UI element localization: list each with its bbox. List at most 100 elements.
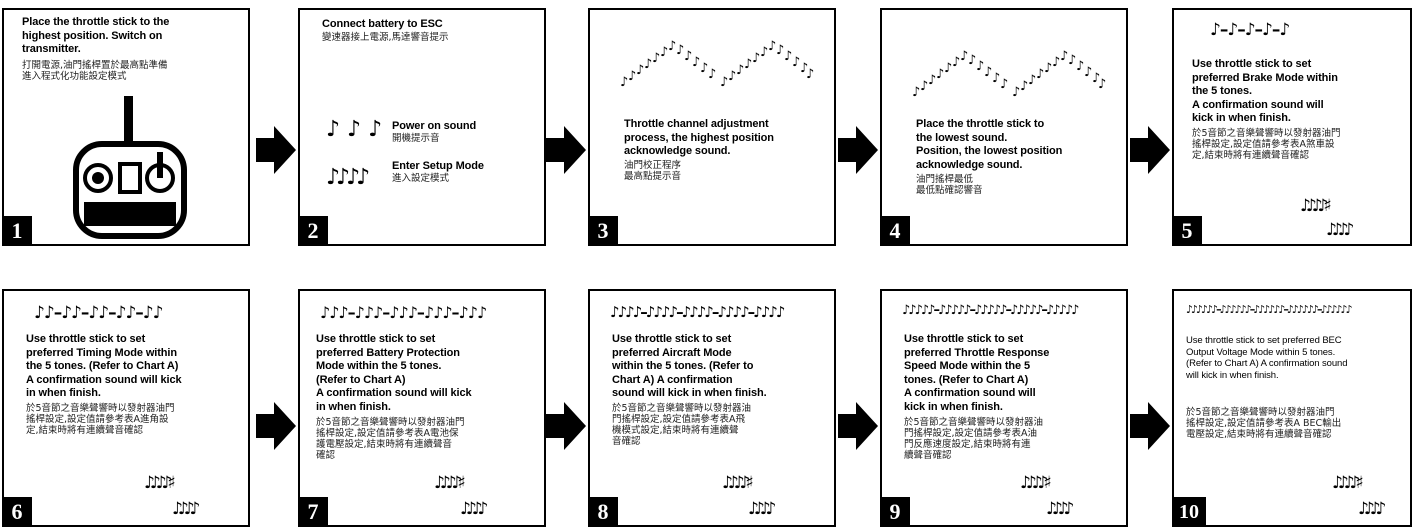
confirmation-notes-icon: ♪♪♪♪♯: [434, 473, 466, 493]
confirmation-notes-icon: ♪♪♪♪: [1326, 220, 1354, 240]
five-tones-icon: ♪♪♪♪–♪♪♪♪–♪♪♪♪–♪♪♪♪–♪♪♪♪: [610, 303, 785, 321]
step-9-panel: ♪♪♪♪♪–♪♪♪♪♪–♪♪♪♪♪–♪♪♪♪♪–♪♪♪♪♪ Use thrott…: [880, 289, 1128, 527]
step-7-instruction: Use throttle stick to set preferred Batt…: [316, 333, 472, 413]
svg-text:♪: ♪: [652, 51, 660, 66]
svg-text:♪: ♪: [792, 55, 800, 70]
svg-text:♪: ♪: [784, 49, 792, 64]
arrow-right-icon: [838, 402, 878, 450]
step-5-instruction: Use throttle stick to set preferred Brak…: [1192, 58, 1338, 124]
step-7-instruction-zh: 於5音節之音樂聲響時以發射器油門 搖桿設定,設定值請參考表A電池保 護電壓設定,…: [316, 417, 465, 461]
five-tones-icon: ♪–♪–♪–♪–♪: [1210, 20, 1290, 40]
confirmation-notes-icon: ♪♪♪♪: [172, 499, 200, 519]
svg-text:♪: ♪: [1036, 67, 1044, 82]
step-8-instruction-zh: 於5音節之音樂聲響時以發射器油 門搖桿設定,設定值請參考表A飛 機模式設定,結束…: [612, 403, 752, 447]
step-2-panel: Connect battery to ESC 變速器接上電源,馬達響音提示 ♪ …: [298, 8, 546, 246]
music-notes-icon: ♪♪♪♪: [326, 165, 370, 190]
step-8-instruction: Use throttle stick to set preferred Airc…: [612, 333, 767, 399]
svg-text:♪: ♪: [1012, 85, 1020, 100]
svg-text:♪: ♪: [960, 49, 968, 64]
step-number: 1: [4, 216, 32, 244]
confirmation-notes-icon: ♪♪♪♪♯: [1300, 196, 1332, 216]
step-1-instruction-zh: 打開電源,油門搖桿置於最高點準備 進入程式化功能設定模式: [22, 60, 168, 82]
step-7-panel: ♪♪♪–♪♪♪–♪♪♪–♪♪♪–♪♪♪ Use throttle stick t…: [298, 289, 546, 527]
five-tones-icon: ♪♪♪♪♪–♪♪♪♪♪–♪♪♪♪♪–♪♪♪♪♪–♪♪♪♪♪: [902, 303, 1079, 318]
svg-text:♪: ♪: [1068, 53, 1076, 68]
svg-text:♪: ♪: [1060, 49, 1068, 64]
svg-text:♪: ♪: [800, 61, 808, 76]
svg-text:♪: ♪: [968, 53, 976, 68]
step-2-instruction: Connect battery to ESC: [322, 18, 443, 30]
svg-text:♪: ♪: [944, 61, 952, 76]
arrow-right-icon: [1130, 126, 1170, 174]
rising-falling-tones-icon: ♪♪♪♪♪♪♪ ♪♪♪♪♪ ♪♪♪♪♪♪♪ ♪♪♪♪♪: [620, 39, 814, 90]
step-4-panel: ♪♪♪♪♪♪♪ ♪♪♪♪♪ ♪♪♪♪♪♪♪ ♪♪♪♪♪ Place the th…: [880, 8, 1128, 246]
svg-text:♪: ♪: [992, 71, 1000, 86]
step-number: 8: [590, 497, 618, 525]
confirmation-notes-icon: ♪♪♪♪♯: [722, 473, 754, 493]
svg-text:♪: ♪: [936, 67, 944, 82]
svg-text:♪: ♪: [920, 79, 928, 94]
step-3-instruction-zh: 油門校正程序 最高點提示音: [624, 160, 682, 182]
svg-text:♪: ♪: [1098, 77, 1106, 92]
svg-text:♪: ♪: [708, 67, 716, 82]
svg-text:♪: ♪: [952, 55, 960, 70]
step-number: 7: [300, 497, 328, 525]
arrow-right-icon: [546, 126, 586, 174]
svg-text:♪: ♪: [1000, 77, 1008, 92]
svg-text:♪: ♪: [700, 61, 708, 76]
step-number: 2: [300, 216, 328, 244]
svg-text:♪: ♪: [628, 69, 636, 84]
svg-text:♪: ♪: [928, 73, 936, 88]
step-10-instruction-zh: 於5音節之音樂聲響時以發射器油門 搖桿設定,設定值請參考表A BEC輸出 電壓設…: [1186, 407, 1342, 440]
five-tones-icon: ♪♪♪♪♪♪–♪♪♪♪♪♪–♪♪♪♪♪♪–♪♪♪♪♪♪–♪♪♪♪♪♪: [1186, 303, 1353, 316]
power-on-sound-label-zh: 開機提示音: [392, 133, 440, 144]
step-9-instruction-zh: 於5音節之音樂聲響時以發射器油 門搖桿設定,設定值請參考表A油 門反應速度設定,…: [904, 417, 1044, 461]
confirmation-notes-icon: ♪♪♪♪: [1046, 499, 1074, 519]
arrow-right-icon: [838, 126, 878, 174]
step-6-instruction-zh: 於5音節之音樂聲響時以發射器油門 搖桿設定,設定值請參考表A進角設 定,結束時將…: [26, 403, 175, 436]
five-tones-icon: ♪♪♪–♪♪♪–♪♪♪–♪♪♪–♪♪♪: [320, 303, 487, 322]
svg-text:♪: ♪: [1092, 71, 1100, 86]
confirmation-notes-icon: ♪♪♪♪♯: [1332, 473, 1364, 493]
rising-falling-tones-icon: ♪♪♪♪♪♪♪ ♪♪♪♪♪ ♪♪♪♪♪♪♪ ♪♪♪♪♪: [912, 49, 1106, 100]
svg-text:♪: ♪: [752, 51, 760, 66]
svg-text:♪: ♪: [760, 45, 768, 60]
confirmation-notes-icon: ♪♪♪♪: [748, 499, 776, 519]
svg-text:♪: ♪: [736, 63, 744, 78]
svg-text:♪: ♪: [1028, 73, 1036, 88]
svg-text:♪: ♪: [620, 75, 628, 90]
step-5-panel: ♪–♪–♪–♪–♪ Use throttle stick to set pref…: [1172, 8, 1412, 246]
five-tones-icon: ♪♪–♪♪–♪♪–♪♪–♪♪: [34, 303, 163, 323]
step-10-panel: ♪♪♪♪♪♪–♪♪♪♪♪♪–♪♪♪♪♪♪–♪♪♪♪♪♪–♪♪♪♪♪♪ Use t…: [1172, 289, 1412, 527]
svg-text:♪: ♪: [806, 67, 814, 82]
power-on-sound-label: Power on sound: [392, 120, 477, 132]
step-number: 5: [1174, 216, 1202, 244]
arrow-right-icon: [256, 402, 296, 450]
step-number: 10: [1174, 497, 1206, 525]
arrow-right-icon: [546, 402, 586, 450]
svg-text:♪: ♪: [976, 59, 984, 74]
enter-setup-mode-label: Enter Setup Mode: [392, 160, 484, 172]
svg-text:♪: ♪: [684, 49, 692, 64]
svg-text:♪: ♪: [692, 55, 700, 70]
svg-text:♪: ♪: [676, 43, 684, 58]
step-6-instruction: Use throttle stick to set preferred Timi…: [26, 333, 182, 399]
step-5-instruction-zh: 於5音節之音樂聲響時以發射器油門 搖桿設定,設定值請參考表A煞車設 定,結束時將…: [1192, 128, 1341, 161]
step-3-instruction: Throttle channel adjustment process, the…: [624, 118, 774, 157]
confirmation-notes-icon: ♪♪♪♪♯: [144, 473, 176, 493]
svg-text:♪: ♪: [660, 45, 668, 60]
step-number: 3: [590, 216, 618, 244]
step-6-panel: ♪♪–♪♪–♪♪–♪♪–♪♪ Use throttle stick to set…: [2, 289, 250, 527]
step-8-panel: ♪♪♪♪–♪♪♪♪–♪♪♪♪–♪♪♪♪–♪♪♪♪ Use throttle st…: [588, 289, 836, 527]
step-1-instruction: Place the throttle stick to the highest …: [22, 16, 170, 55]
svg-text:♪: ♪: [768, 39, 776, 54]
svg-text:♪: ♪: [984, 65, 992, 80]
arrow-right-icon: [1130, 402, 1170, 450]
step-1-panel: Place the throttle stick to the highest …: [2, 8, 250, 246]
svg-text:♪: ♪: [1044, 61, 1052, 76]
step-3-panel: ♪♪♪♪♪♪♪ ♪♪♪♪♪ ♪♪♪♪♪♪♪ ♪♪♪♪♪ Throttle cha…: [588, 8, 836, 246]
svg-text:♪: ♪: [728, 69, 736, 84]
step-2-instruction-zh: 變速器接上電源,馬達響音提示: [322, 32, 449, 43]
step-number: 6: [4, 497, 32, 525]
step-4-instruction-zh: 油門搖桿最低 最低點確認響音: [916, 174, 983, 196]
